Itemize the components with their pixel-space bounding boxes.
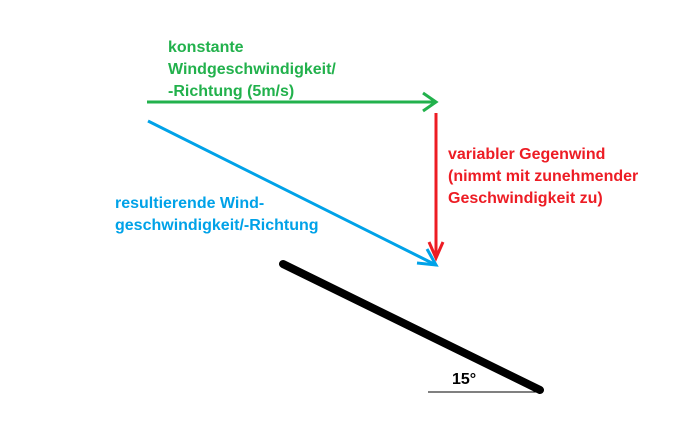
constant-wind-label-line: -Richtung (5m/s) (168, 83, 295, 100)
headwind-label: variabler Gegenwind (nimmt mit zunehmend… (448, 144, 638, 210)
resultant-wind-label-line: resultierende Wind- (115, 195, 265, 212)
headwind-label-line: variabler Gegenwind (448, 146, 606, 163)
slope-line (279, 260, 544, 394)
resultant-wind-label: resultierende Wind- geschwindigkeit/-Ric… (115, 193, 319, 237)
resultant-wind-label-line: geschwindigkeit/-Richtung (115, 217, 319, 234)
constant-wind-label-line: konstante (168, 39, 244, 56)
headwind-label-line: (nimmt mit zunehmender (448, 168, 639, 185)
resultant-wind-arrow (147, 119, 439, 267)
headwind-arrow (427, 113, 445, 262)
slope-angle-label: 15° (452, 371, 477, 388)
constant-wind-label: konstante Windgeschwindigkeit/ -Richtung… (168, 37, 336, 103)
constant-wind-label-line: Windgeschwindigkeit/ (168, 61, 336, 78)
constant-wind-arrow (147, 91, 439, 113)
headwind-label-line: Geschwindigkeit zu) (448, 190, 603, 207)
